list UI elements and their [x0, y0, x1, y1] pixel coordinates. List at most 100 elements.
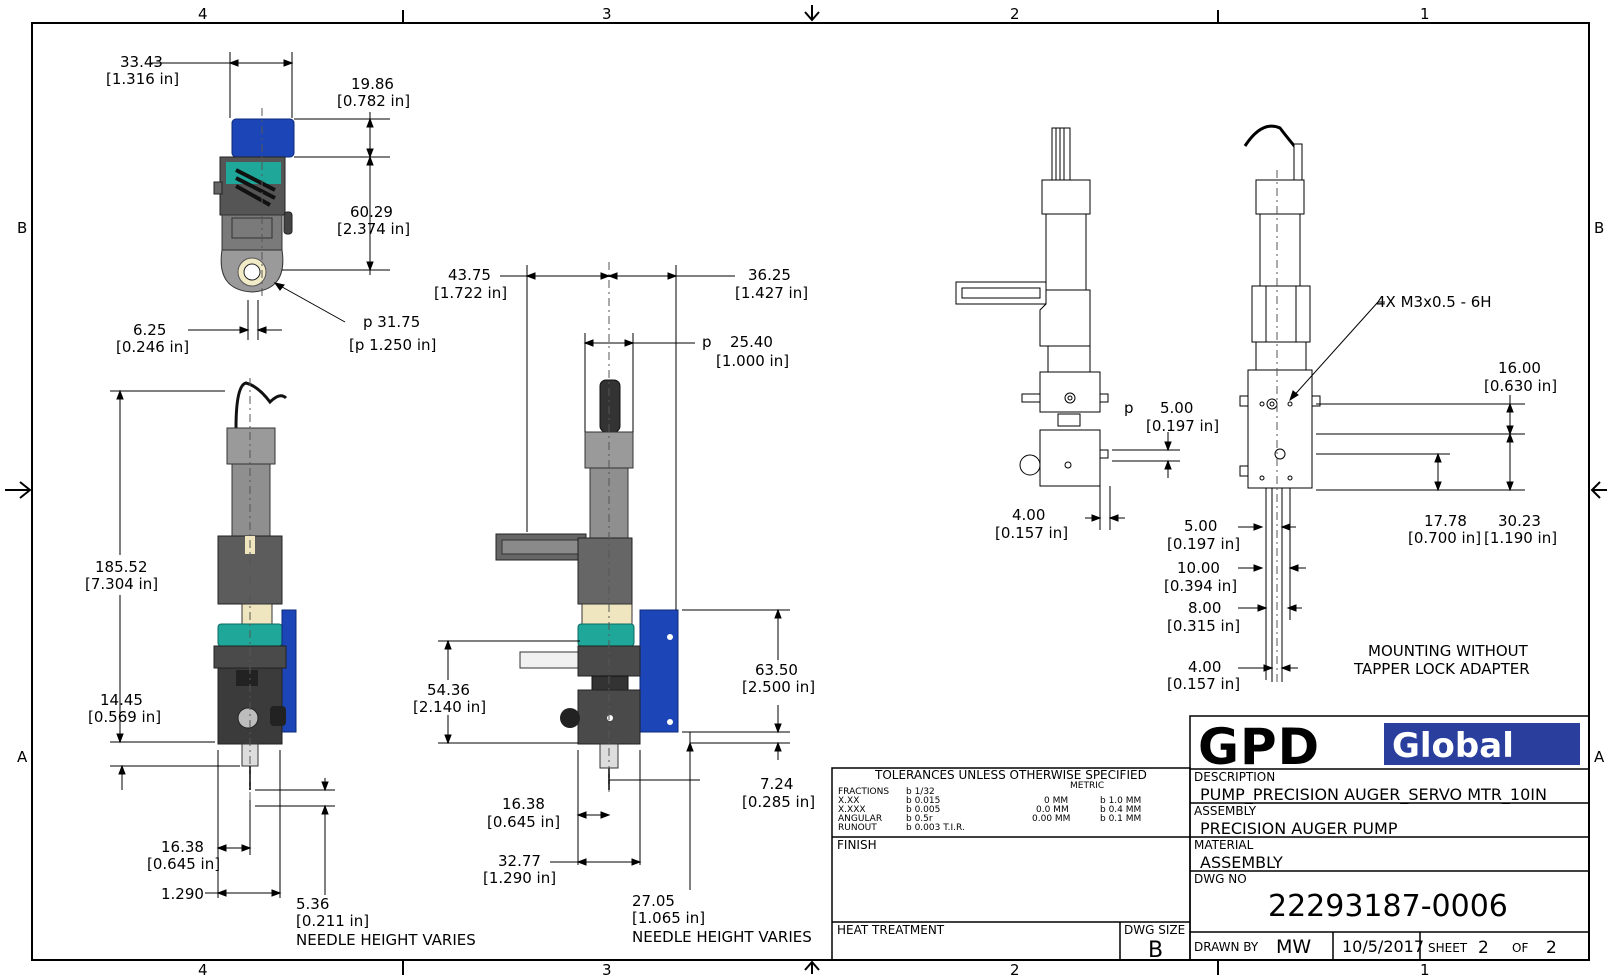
finish-label: FINISH	[837, 838, 877, 852]
tolerance-header: TOLERANCES UNLESS OTHERWISE SPECIFIED	[874, 768, 1147, 782]
needle-height-note: NEEDLE HEIGHT VARIES	[296, 931, 476, 949]
title-block-texts: DESCRIPTION PUMP_PRECISION AUGER_SERVO M…	[1194, 770, 1557, 958]
thread-callout: 4X M3x0.5 - 6H	[1376, 293, 1492, 311]
dim-value: 63.50	[755, 661, 798, 679]
dim-value: 6.25	[133, 321, 166, 339]
tolerance-metric-a: 0 MM	[1044, 796, 1068, 806]
dim-value: 14.45	[100, 691, 143, 709]
front-view-dimension-texts: 185.52 [7.304 in] 14.45 [0.569 in] 16.38…	[85, 558, 476, 949]
dim-value: 8.00	[1188, 599, 1221, 617]
dim-value: 5.00	[1160, 399, 1193, 417]
dim-inch-value: [1.722 in]	[434, 284, 507, 302]
dim-value: 5.00	[1184, 517, 1217, 535]
top-view-pump	[213, 108, 295, 300]
dim-inch-value: [1.290 in]	[483, 869, 556, 887]
dim-inch-value: [0.285 in]	[742, 793, 815, 811]
tolerance-row-value: b 0.5r	[906, 814, 933, 824]
mount-front-view	[1239, 124, 1321, 686]
tolerance-metric-b: b 0.1 MM	[1100, 814, 1141, 824]
dim-value: 16.38	[502, 795, 545, 813]
dim-inch-value: [0.630 in]	[1484, 377, 1557, 395]
zone-labels: 4 3 2 1 4 3 2 1 B B A A	[17, 5, 1605, 979]
dim-inch-value: [2.374 in]	[337, 220, 410, 238]
dim-value: 32.77	[498, 852, 541, 870]
mounting-note-line1: MOUNTING WITHOUT	[1368, 642, 1529, 660]
assembly-value: PRECISION AUGER PUMP	[1200, 819, 1398, 838]
drawn-by-value: MW	[1276, 936, 1311, 958]
drawing-frame	[5, 5, 1607, 975]
dim-value: 27.05	[632, 892, 675, 910]
dim-value: 33.43	[120, 53, 163, 71]
title-block	[1189, 715, 1590, 961]
dim-inch-value: [0.700 in]	[1408, 529, 1481, 547]
sheet-label: SHEET	[1428, 941, 1468, 955]
dim-value: 16.00	[1498, 359, 1541, 377]
mount-side-dimension-lines	[1085, 432, 1180, 522]
dim-value: 60.29	[350, 203, 393, 221]
dim-inch-value: [0.782 in]	[337, 92, 410, 110]
mount-side-view	[955, 127, 1111, 530]
dim-inch-value: [0.197 in]	[1146, 417, 1219, 435]
dwg-no-label: DWG NO	[1194, 872, 1247, 886]
logo-gpd-text: GPD	[1198, 718, 1320, 776]
dim-value: 1.290	[161, 885, 204, 903]
dim-inch-value: [2.500 in]	[742, 678, 815, 696]
zone-col-label: 4	[198, 961, 208, 979]
side-view-dimension-texts: 43.75 [1.722 in] 36.25 [1.427 in] p 25.4…	[413, 266, 815, 946]
side-view-dimension-lines	[438, 265, 790, 890]
tolerance-row-value: b 0.003 T.I.R.	[906, 823, 965, 833]
tolerance-row-value: b 1/32	[906, 787, 935, 797]
material-value: ASSEMBLY	[1200, 853, 1283, 872]
tolerance-row-label: X.XX	[838, 796, 859, 806]
dim-value: 4.00	[1012, 506, 1045, 524]
dim-inch-value: [1.316 in]	[106, 70, 179, 88]
of-label: OF	[1512, 941, 1528, 955]
description-value: PUMP_PRECISION AUGER_SERVO MTR_10IN	[1200, 785, 1547, 805]
zone-col-label: 4	[198, 5, 208, 23]
tolerance-row-value: b 0.015	[906, 796, 940, 806]
dim-value: 25.40	[730, 333, 773, 351]
dim-value: p	[1124, 399, 1134, 417]
zone-row-label: A	[17, 748, 28, 766]
logo-global-text: Global	[1392, 726, 1514, 766]
tolerance-row-value: b 0.005	[906, 805, 940, 815]
zone-col-label: 1	[1420, 961, 1430, 979]
tolerance-row-label: X.XXX	[838, 805, 866, 815]
mounting-note-line2: TAPPER LOCK ADAPTER	[1353, 660, 1530, 678]
dim-value: 17.78	[1424, 512, 1467, 530]
description-label: DESCRIPTION	[1194, 770, 1275, 784]
dim-inch-value: [1.190 in]	[1484, 529, 1557, 547]
tolerance-metric-a: 0.0 MM	[1036, 805, 1069, 815]
dim-value: 5.36	[296, 895, 329, 913]
zone-row-label: B	[1594, 219, 1604, 237]
dim-inch-value: [0.157 in]	[995, 524, 1068, 542]
dim-value: 54.36	[427, 681, 470, 699]
dim-value: 36.25	[748, 266, 791, 284]
zone-col-label: 2	[1010, 5, 1020, 23]
needle-height-note: NEEDLE HEIGHT VARIES	[632, 928, 812, 946]
tolerance-metric-a: 0.00 MM	[1032, 814, 1070, 824]
sheet-number: 2	[1478, 938, 1489, 958]
dim-inch-value: [1.065 in]	[632, 909, 705, 927]
dim-inch-value: [0.197 in]	[1167, 535, 1240, 553]
dim-inch-value: [0.394 in]	[1164, 577, 1237, 595]
dwg-size-value: B	[1148, 938, 1163, 963]
assembly-label: ASSEMBLY	[1194, 804, 1257, 818]
tolerance-texts: TOLERANCES UNLESS OTHERWISE SPECIFIED ME…	[837, 768, 1185, 963]
zone-col-label: 3	[602, 5, 612, 23]
metric-label: METRIC	[1070, 781, 1104, 791]
dim-inch-value: [0.211 in]	[296, 912, 369, 930]
dim-value: p 31.75	[363, 313, 420, 331]
dim-value: 10.00	[1177, 559, 1220, 577]
dim-inch-value: [0.246 in]	[116, 338, 189, 356]
tolerance-metric-b: b 0.4 MM	[1100, 805, 1141, 815]
drawing-date: 10/5/2017	[1342, 937, 1424, 956]
front-view-pump	[213, 378, 297, 800]
dim-inch-value: [0.157 in]	[1167, 675, 1240, 693]
side-view-pump	[495, 262, 679, 795]
dim-value: 7.24	[760, 775, 793, 793]
dim-value: 43.75	[448, 266, 491, 284]
tolerance-row-label: RUNOUT	[838, 823, 877, 833]
tolerance-metric-b: b 1.0 MM	[1100, 796, 1141, 806]
